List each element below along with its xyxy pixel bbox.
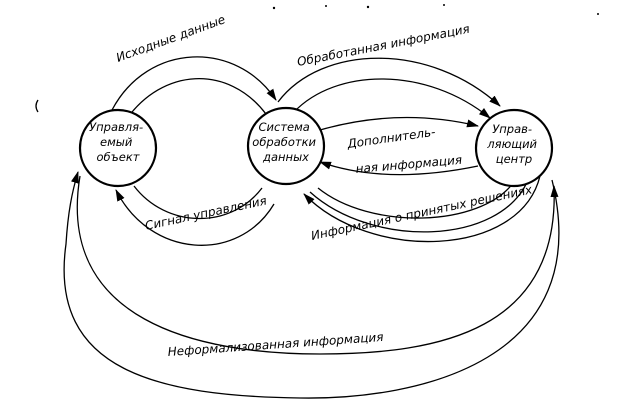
svg-text:Управ- ляющий цент: Управ- ляющий центр	[486, 122, 540, 166]
scan-specks	[35, 4, 599, 113]
node-system-line-2: обработки	[252, 135, 316, 149]
arc-decisions-inner	[317, 181, 515, 219]
svg-text:Управля- емый объе: Управля- емый объект	[89, 120, 147, 164]
arc-top-right-inner	[293, 78, 491, 119]
node-center-line-2: ляющий	[486, 137, 537, 151]
label-processed-info: Обработанная информация	[296, 22, 471, 69]
arc-inner-bottom-left	[133, 185, 263, 220]
arc-additional-info-lower	[319, 161, 479, 176]
arc-processed-info	[277, 57, 501, 107]
node-data-processing-system: Система обработки данных	[246, 106, 326, 186]
arc-decisions-mid	[309, 179, 529, 233]
label-additional-info-2: ная информация	[355, 153, 463, 176]
arc-source-data	[111, 56, 277, 111]
node-object-line-1: Управля-	[89, 120, 143, 134]
node-object-line-2: емый	[100, 135, 133, 149]
node-object-line-3: объект	[97, 150, 140, 164]
arc-control-signal	[115, 189, 275, 246]
label-source-data: Исходные данные	[114, 12, 227, 64]
arc-decisions-outer	[303, 175, 541, 243]
arc-informal-outer	[63, 171, 560, 399]
node-system-line-3: данных	[262, 150, 309, 164]
label-additional-info-1: Дополнитель-	[345, 125, 436, 151]
arc-additional-info-upper	[319, 116, 479, 131]
svg-text:Система обработки: Система обработки данных	[252, 120, 319, 164]
node-control-center: Управ- ляющий центр	[474, 108, 554, 188]
node-center-line-3: центр	[496, 152, 532, 166]
arc-inner-top-left	[125, 78, 267, 121]
node-system-line-1: Система	[259, 120, 310, 134]
node-controlled-object: Управля- емый объект	[78, 108, 158, 188]
node-center-line-1: Управ-	[492, 122, 532, 136]
label-control-signal: Сигнал управления	[144, 193, 268, 232]
label-informal-info: Неформализованная информация	[167, 330, 384, 359]
arc-informal-inner	[76, 175, 559, 355]
